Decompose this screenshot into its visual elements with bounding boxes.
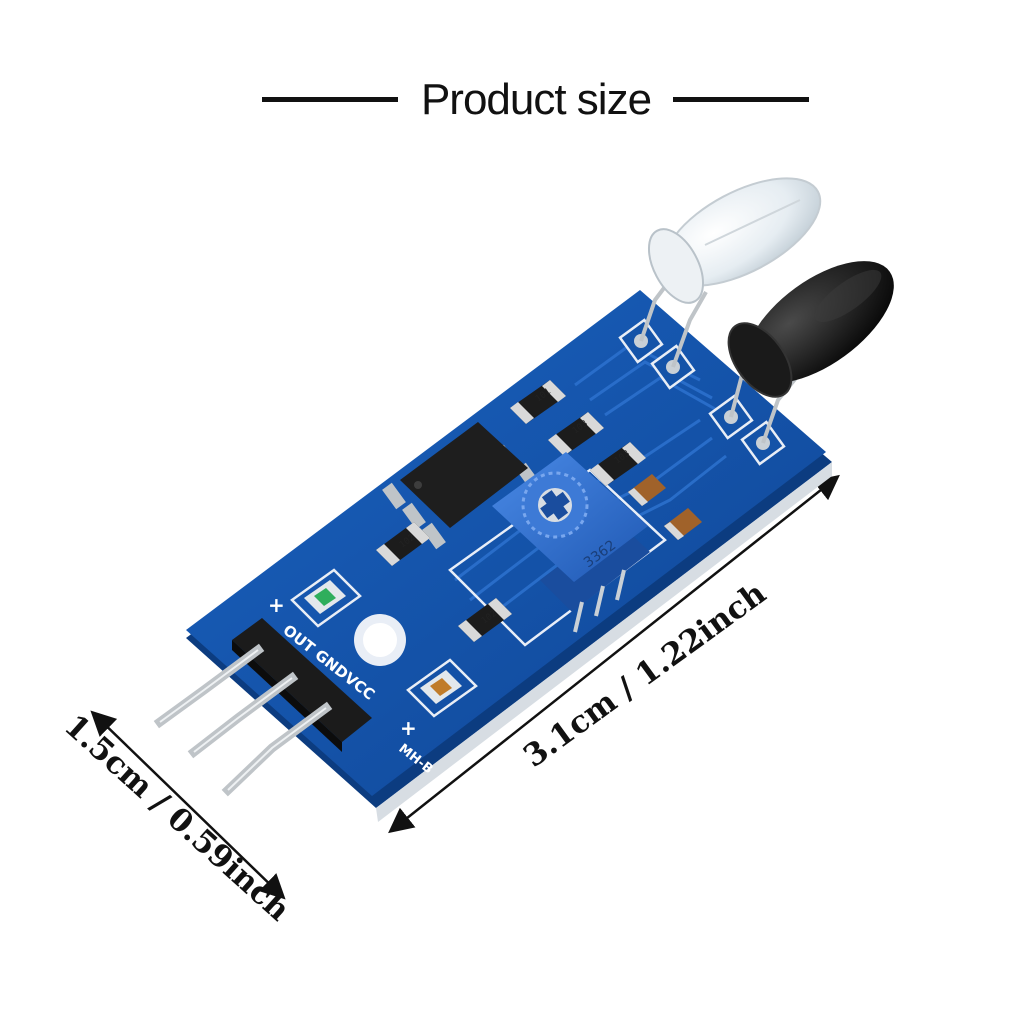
- header-pin-out: [153, 643, 265, 729]
- header-pin-vcc: [221, 701, 333, 797]
- title-bar: Product size: [0, 70, 1020, 130]
- pcb-underside: [376, 462, 832, 822]
- plus-mark-right: +: [400, 716, 417, 740]
- resistor-r5: 102: [458, 598, 512, 642]
- resistor-r4: 102: [376, 522, 430, 566]
- page-title: Product size: [420, 75, 652, 124]
- ir-emitter-led: [639, 177, 822, 368]
- potentiometer: 3362: [492, 452, 650, 633]
- resistor-r3: 103: [590, 442, 646, 486]
- plus-mark-left: +: [268, 593, 285, 617]
- capacitor-c2: [664, 508, 702, 540]
- title-rule-right: [673, 97, 809, 102]
- power-led: [290, 568, 362, 628]
- resistor-r1: 101: [510, 380, 566, 424]
- ic-chip: [382, 422, 540, 550]
- header-pin-gnd: [187, 671, 299, 759]
- obstacle-led: [406, 658, 478, 718]
- capacitor-c1: [628, 474, 666, 506]
- height-dimension-arrow: [90, 710, 286, 900]
- pin-header: [232, 618, 372, 752]
- resistor-r2: 103: [548, 412, 604, 456]
- title-rule-left: [262, 97, 398, 102]
- mounting-hole: [354, 614, 406, 666]
- width-dimension-arrow: [388, 474, 840, 834]
- ir-receiver: [727, 261, 894, 444]
